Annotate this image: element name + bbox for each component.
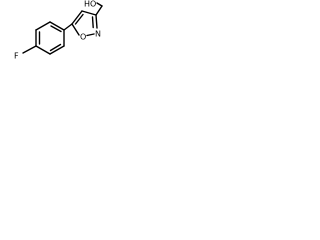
hydroxyl-label: HO: [84, 0, 96, 9]
benzene-ring: [35, 21, 65, 55]
isoxazole-bond: [95, 14, 98, 29]
methylene-hydroxyl-bond: [96, 2, 103, 7]
carbon-fluorine-bond: [22, 45, 37, 54]
isoxazole-bond: [81, 10, 97, 16]
ring-oxygen-label: O: [80, 33, 86, 42]
ring-methylene-bond: [95, 5, 103, 16]
benzene-double-bond: [49, 43, 62, 52]
isoxazole-bond: [71, 10, 83, 25]
benzene-double-bond: [50, 25, 62, 33]
benzene-bond: [35, 45, 51, 55]
isoxazole-bond: [71, 23, 80, 36]
isoxazole-bond: [86, 33, 95, 37]
aryl-isoxazole-bond: [63, 23, 73, 31]
ring-nitrogen-label: N: [95, 30, 101, 39]
benzene-bond: [35, 21, 51, 31]
fluorine-label: F: [14, 52, 19, 61]
benzene-bond: [49, 45, 65, 55]
benzene-bond: [49, 21, 65, 31]
molecule-structure: F O N HO: [14, 0, 103, 61]
isoxazole-double-bond: [74, 13, 84, 25]
isoxazole-double-bond: [91, 16, 94, 29]
isoxazole-ring: [71, 10, 98, 37]
